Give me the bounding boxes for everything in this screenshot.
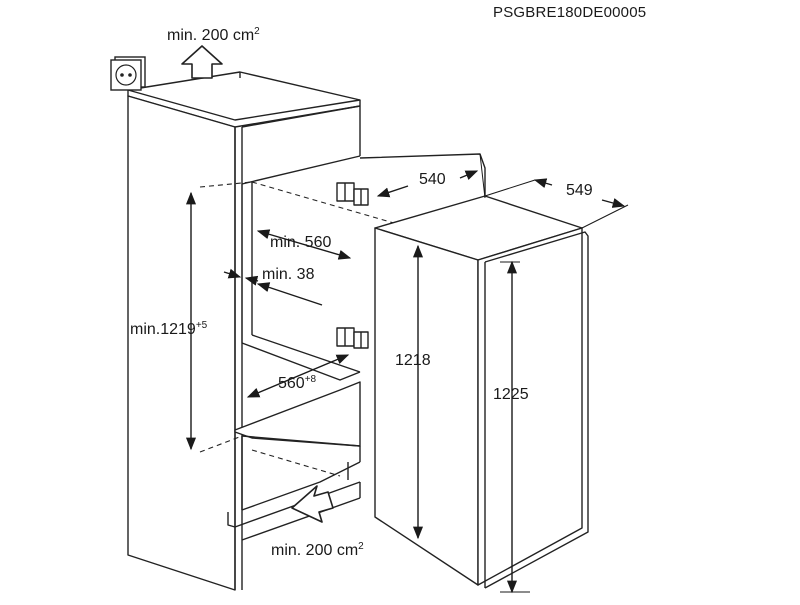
hinge-top xyxy=(336,182,369,206)
drawing-code: PSGBRE180DE00005 xyxy=(493,4,647,21)
label-body-height: 1218 xyxy=(395,352,431,369)
label-niche-width: 560+8 xyxy=(278,374,317,392)
appliance xyxy=(359,153,589,589)
dim-niche-depth xyxy=(256,229,352,260)
label-overall-height: 1225 xyxy=(493,386,529,403)
label-vent-bottom: min. 200 cm2 xyxy=(271,541,364,559)
hinge-bottom xyxy=(336,327,369,349)
cabinet-side-front xyxy=(127,95,236,591)
label-niche-height: min.1219+5 xyxy=(130,320,208,338)
label-appliance-width: 540 xyxy=(419,171,446,188)
appliance-front xyxy=(477,227,583,586)
appliance-side xyxy=(374,227,479,586)
cabinet xyxy=(127,71,361,591)
dim-side-gap-leader xyxy=(256,282,271,292)
label-niche-depth: min. 560 xyxy=(270,234,332,251)
door-panel-top xyxy=(359,153,486,202)
airflow-in-arrow-icon xyxy=(291,485,334,523)
label-vent-top: min. 200 cm2 xyxy=(167,26,260,44)
label-appliance-depth: 549 xyxy=(566,182,593,199)
label-side-gap: min. 38 xyxy=(262,266,315,283)
socket-icon xyxy=(110,56,146,91)
airflow-up-arrow-icon xyxy=(181,45,223,79)
dim-niche-width xyxy=(246,354,350,398)
